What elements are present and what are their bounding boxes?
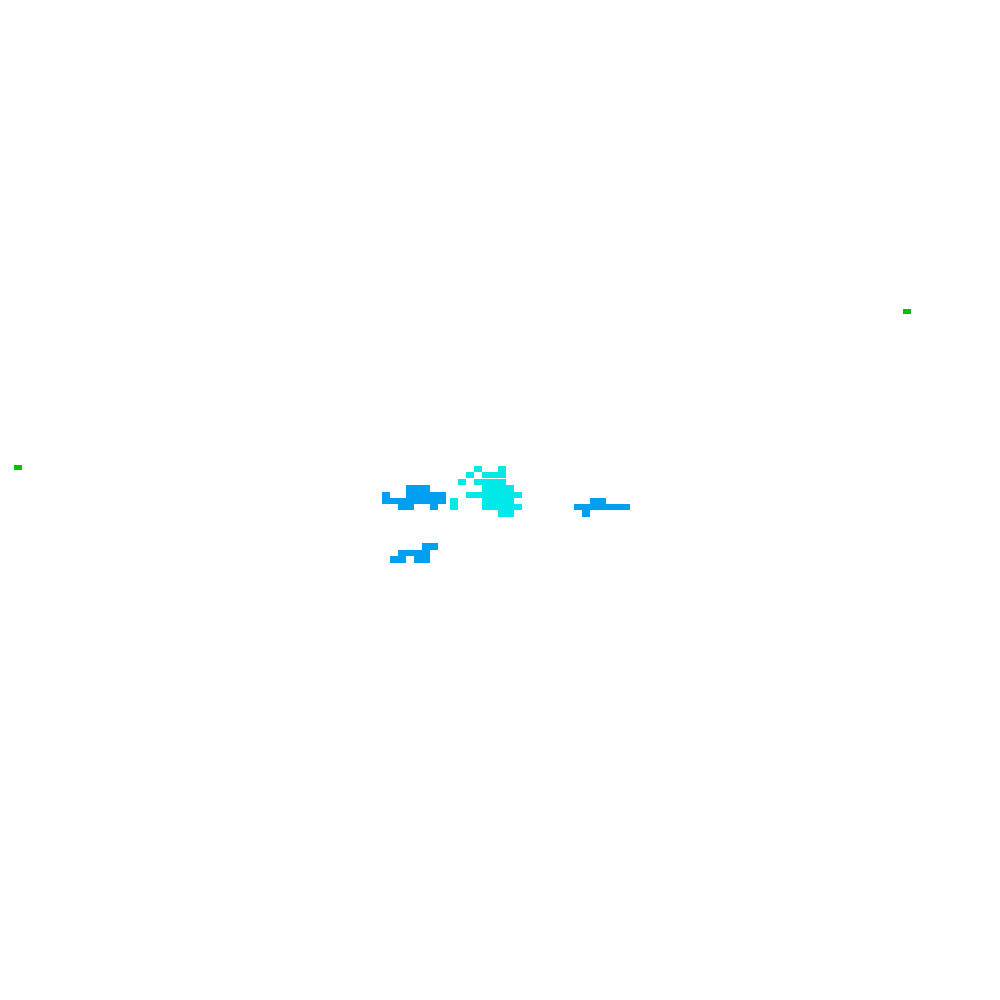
cyan-cluster-cell xyxy=(482,472,506,478)
cyan-cluster-cell xyxy=(458,479,466,485)
blue-band-cell xyxy=(414,556,430,563)
blue-band-cell xyxy=(398,504,414,510)
cyan-cluster-cell xyxy=(474,466,482,472)
cyan-cluster-cell xyxy=(450,498,458,504)
cyan-cluster-cell xyxy=(482,504,522,510)
cyan-precip-cluster xyxy=(450,466,522,517)
cyan-cluster-cell xyxy=(482,498,514,504)
blue-band-cell xyxy=(398,550,430,556)
cyan-cluster-cell xyxy=(466,472,474,478)
green-marker-group xyxy=(14,309,911,470)
green-marker-cell xyxy=(903,309,911,314)
blue-band-cell xyxy=(382,498,446,504)
blue-band-cell xyxy=(590,498,606,504)
blue-band-cell xyxy=(574,504,630,510)
green-marker-cell xyxy=(14,465,22,470)
cyan-cluster-cell xyxy=(450,504,458,510)
blue-band-cell xyxy=(582,510,590,517)
cyan-cluster-cell xyxy=(474,479,506,485)
blue-band-cell xyxy=(406,485,430,492)
blue-band-cell xyxy=(406,492,446,498)
blue-precip-band xyxy=(382,485,630,563)
blue-band-cell xyxy=(430,504,438,510)
blue-band-cell xyxy=(382,492,390,498)
cyan-cluster-cell xyxy=(466,492,522,498)
cyan-cluster-cell xyxy=(498,466,506,472)
cyan-cluster-cell xyxy=(498,510,514,517)
blue-band-cell xyxy=(390,556,406,563)
blue-band-cell xyxy=(422,543,438,550)
cyan-cluster-cell xyxy=(482,485,514,492)
